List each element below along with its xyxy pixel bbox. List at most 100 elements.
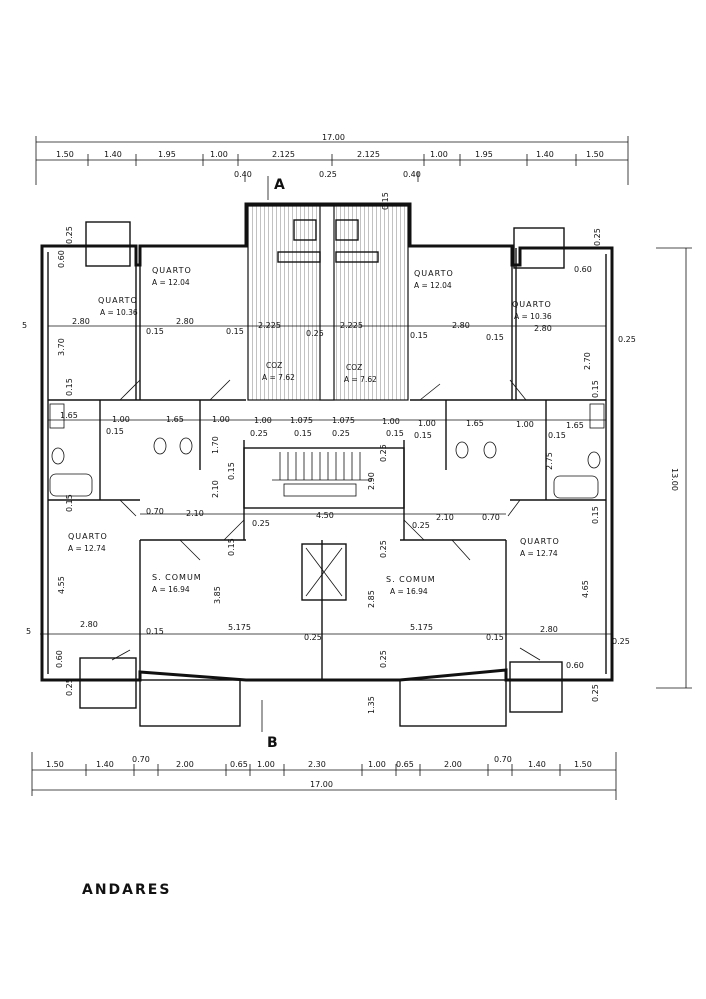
top-small-2: 0.25 — [319, 170, 337, 179]
dim-015-h2: 0.15 — [294, 429, 312, 438]
interior-walls — [48, 246, 606, 680]
dim-135: 1.35 — [367, 696, 376, 714]
dim-465: 4.65 — [581, 580, 590, 598]
top-dim-2: 1.40 — [104, 150, 122, 159]
top-dim-8: 1.95 — [475, 150, 493, 159]
room-name-quarto-tl: QUARTO — [98, 296, 138, 305]
room-name-coz-l: COZ — [266, 361, 282, 370]
stair-core — [243, 447, 405, 509]
drawing-title: ANDARES — [82, 882, 171, 898]
dim-025-right-b: 0.25 — [612, 637, 630, 646]
dim-060-br: 0.60 — [566, 661, 584, 670]
right-total-dim: 13.00 — [670, 468, 679, 491]
dim-280-trc: 2.80 — [452, 321, 470, 330]
dim-165-l1: 1.65 — [60, 411, 78, 420]
top-dim-3: 1.95 — [158, 150, 176, 159]
dim-450: 4.50 — [316, 511, 334, 520]
stair-treads — [272, 452, 372, 497]
room-name-sala-r: S. COMUM — [386, 575, 436, 584]
bathroom-fixtures-right — [455, 403, 605, 499]
room-area-quarto-tc: A = 12.04 — [152, 278, 190, 287]
lift-shaft — [301, 543, 347, 601]
top-dim-9: 1.40 — [536, 150, 554, 159]
room-name-quarto-tr: QUARTO — [512, 300, 552, 309]
bottom-dim-9: 0.65 — [396, 760, 414, 769]
dim-015-h10: 0.15 — [486, 633, 504, 642]
room-area-quarto-tl: A = 10.36 — [100, 308, 138, 317]
dim-025-v8: 0.25 — [379, 540, 388, 558]
dim-290: 2.90 — [367, 472, 376, 490]
bottom-dim-7: 2.30 — [308, 760, 326, 769]
bottom-dim-5: 0.65 — [230, 760, 248, 769]
dim-015-d: 0.15 — [410, 331, 428, 340]
balcony-top-right — [513, 227, 565, 269]
bottom-dimension-chain — [31, 752, 617, 800]
dim-280-bl: 2.80 — [80, 620, 98, 629]
dim-070-r: 0.70 — [482, 513, 500, 522]
dim-1075-l: 1.075 — [290, 416, 313, 425]
dim-025-h6: 0.25 — [252, 519, 270, 528]
bottom-dim-3: 0.70 — [132, 755, 150, 764]
dim-2225-l: 2.225 — [258, 321, 281, 330]
balcony-bottom-center-left — [139, 679, 241, 727]
balcony-top-left — [85, 221, 131, 267]
dim-015-v7: 0.15 — [227, 538, 236, 556]
room-name-quarto-trc: QUARTO — [414, 269, 454, 278]
dim-060-tl: 0.60 — [57, 250, 66, 268]
dim-270: 2.70 — [583, 352, 592, 370]
room-area-coz-r: A = 7.62 — [344, 375, 377, 384]
kitchen-divider — [319, 205, 335, 401]
dim-025-h7: 0.25 — [412, 521, 430, 530]
dim-015-h1: 0.15 — [106, 427, 124, 436]
dim-025-c: 0.25 — [306, 329, 324, 338]
balcony-bottom-center-right — [399, 679, 507, 727]
room-name-quarto-br: QUARTO — [520, 537, 560, 546]
bottom-dim-11: 0.70 — [494, 755, 512, 764]
dim-210-r: 2.10 — [436, 513, 454, 522]
bottom-dim-4: 2.00 — [176, 760, 194, 769]
dim-015-h4: 0.15 — [414, 431, 432, 440]
dim-275: 2.75 — [545, 452, 554, 470]
bottom-dim-6: 1.00 — [257, 760, 275, 769]
dim-280-tc: 2.80 — [176, 317, 194, 326]
dim-170: 1.70 — [211, 436, 220, 454]
dim-015-b: 0.15 — [226, 327, 244, 336]
dim-025-v4: 0.25 — [379, 444, 388, 462]
room-name-sala-l: S. COMUM — [152, 573, 202, 582]
dim-015-a: 0.15 — [146, 327, 164, 336]
dim-025-h2: 0.25 — [332, 429, 350, 438]
dim-385: 3.85 — [213, 586, 222, 604]
room-name-quarto-tc: QUARTO — [152, 266, 192, 275]
balcony-bottom-left — [79, 657, 137, 709]
dim-165-r2: 1.65 — [466, 419, 484, 428]
bottom-dim-2: 1.40 — [96, 760, 114, 769]
top-dim-1: 1.50 — [56, 150, 74, 159]
top-dim-4: 1.00 — [210, 150, 228, 159]
dim-025-h1: 0.25 — [250, 429, 268, 438]
dim-060-tr: 0.60 — [574, 265, 592, 274]
dim-100-l3: 1.00 — [254, 416, 272, 425]
dim-015-h8: 0.15 — [146, 627, 164, 636]
dim-060-bl: 0.60 — [55, 650, 64, 668]
dim-100-r2: 1.00 — [418, 419, 436, 428]
section-a-label: A — [274, 177, 285, 193]
dim-025-right: 0.25 — [618, 335, 636, 344]
dim-100-l2: 1.00 — [212, 415, 230, 424]
room-area-quarto-tr: A = 10.36 — [514, 312, 552, 321]
dim-025-tl: 0.25 — [65, 226, 74, 244]
dim-455: 4.55 — [57, 576, 66, 594]
section-b-label: B — [267, 735, 278, 751]
dim-210-v: 2.10 — [211, 480, 220, 498]
room-name-quarto-bl: QUARTO — [68, 532, 108, 541]
dim-015-v3: 0.15 — [227, 462, 236, 480]
dim-100-r3: 1.00 — [382, 417, 400, 426]
dim-165-r1: 1.65 — [566, 421, 584, 430]
room-area-quarto-br: A = 12.74 — [520, 549, 558, 558]
room-area-sala-l: A = 16.94 — [152, 585, 190, 594]
top-dimension-chain — [35, 136, 629, 185]
dim-5-left-bottom: 5 — [26, 627, 31, 636]
dim-025-h9: 0.25 — [304, 633, 322, 642]
room-area-quarto-trc: A = 12.04 — [414, 281, 452, 290]
bottom-dim-1: 1.50 — [46, 760, 64, 769]
